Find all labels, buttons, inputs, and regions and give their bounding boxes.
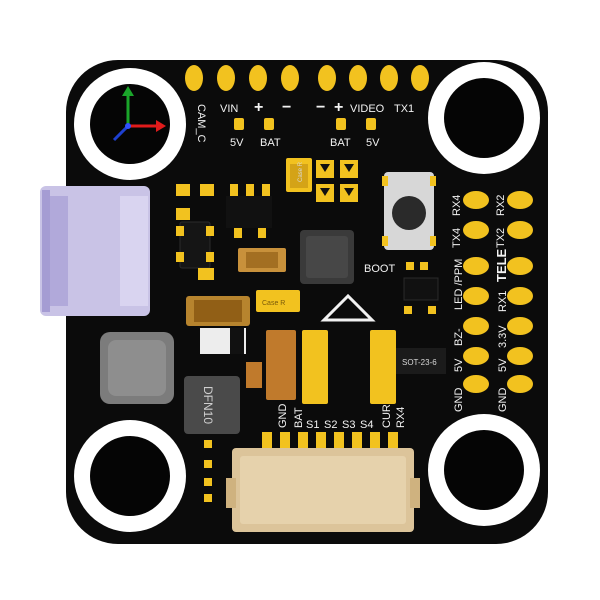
label-gnd-mid: GND — [453, 388, 465, 413]
label-bz: BZ- — [453, 328, 465, 346]
label-s2: S2 — [324, 419, 337, 431]
label-cur: CUR — [381, 404, 393, 428]
label-boot: BOOT — [364, 263, 395, 275]
boot-button — [382, 172, 436, 250]
micro-usb-port — [40, 186, 150, 316]
label-5v-mid: 5V — [453, 358, 465, 372]
bottom-connector-pads — [262, 432, 398, 450]
mounting-hole-bottom-left — [74, 420, 186, 532]
package-label-case-r2: Case R — [262, 300, 285, 307]
label-tx2: TX2 — [495, 228, 507, 248]
mounting-hole-bottom-right — [428, 414, 540, 526]
label-plus-right: + — [334, 99, 343, 116]
top-pad-row — [185, 65, 429, 91]
label-rx4-bottom: RX4 — [395, 407, 407, 428]
label-rx1: RX1 — [497, 291, 509, 312]
label-cam-c: CAM_C — [195, 104, 207, 143]
label-5v-left: 5V — [230, 137, 244, 149]
package-label-dfn: DFN10 — [201, 386, 215, 424]
label-s4: S4 — [360, 419, 373, 431]
mcu-chip — [300, 230, 354, 284]
tantalum-capacitor-top: Case R — [286, 158, 312, 192]
label-rx2: RX2 — [495, 195, 507, 216]
label-3v3: 3.3V — [497, 325, 509, 348]
bottom-jst-connector — [226, 448, 420, 532]
package-label-sot: SOT-23-6 — [402, 358, 437, 367]
small-ics-left — [176, 221, 214, 269]
label-s1: S1 — [306, 419, 319, 431]
label-led-ppm: LED /PPM — [453, 259, 465, 310]
right-pad-column — [463, 191, 533, 393]
label-minus-left: − — [282, 99, 291, 116]
inductor — [100, 332, 174, 404]
passive-components: Case R — [176, 184, 439, 502]
label-5v-right: 5V — [366, 137, 380, 149]
forward-arrow-triangle-icon — [320, 293, 376, 322]
label-video: VIDEO — [350, 103, 385, 115]
voltage-regulator — [226, 184, 272, 238]
label-rx4-right: RX4 — [451, 195, 463, 216]
label-vin: VIN — [220, 103, 238, 115]
label-s3: S3 — [342, 419, 355, 431]
xyz-axis-gizmo-icon — [112, 86, 166, 142]
label-bat-left: BAT — [260, 137, 281, 149]
label-bat-bottom: BAT — [293, 407, 305, 428]
label-tx1: TX1 — [394, 103, 414, 115]
label-tx4: TX4 — [451, 228, 463, 248]
mounting-hole-top-right — [428, 62, 540, 174]
dfn10-chip: DFN10 — [184, 376, 240, 434]
label-5v-right-col: 5V — [497, 358, 509, 372]
label-tele: TELE — [494, 248, 509, 282]
label-plus-left: + — [254, 99, 263, 116]
package-label-case-r1: Case R — [298, 161, 304, 182]
label-gnd-right: GND — [497, 388, 509, 413]
top-small-pads — [234, 118, 376, 130]
label-bat-right: BAT — [330, 137, 351, 149]
sot-chip: SOT-23-6 — [396, 348, 446, 374]
status-leds — [316, 160, 358, 202]
label-gnd-bottom: GND — [277, 404, 289, 429]
label-minus-right: − — [316, 99, 325, 116]
